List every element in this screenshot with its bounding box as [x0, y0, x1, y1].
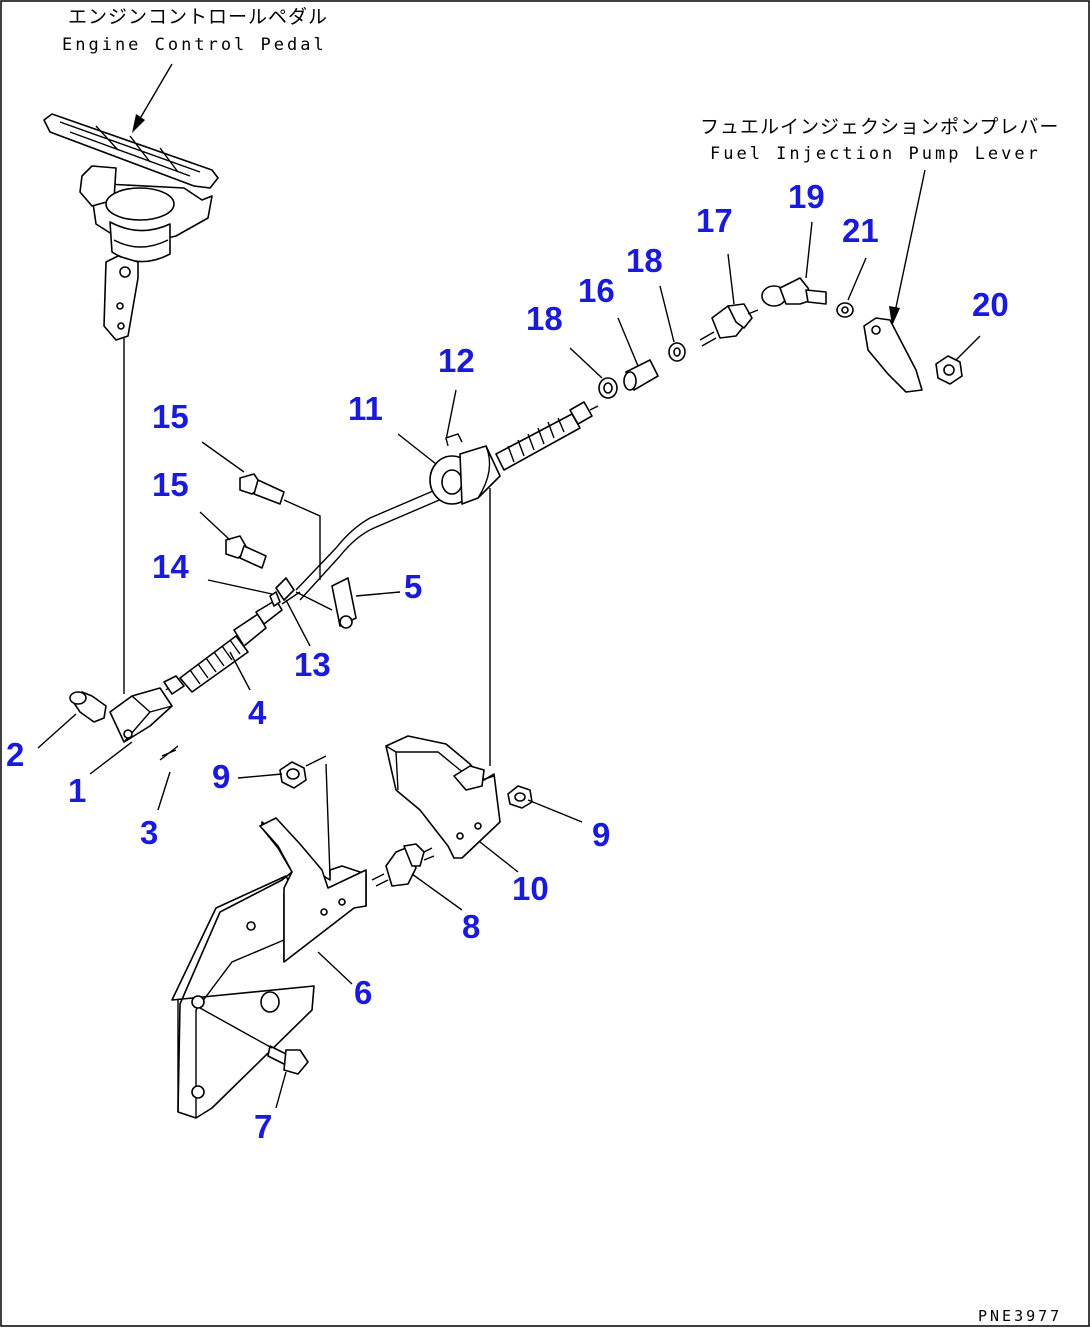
- cable-stopper: [445, 433, 463, 447]
- washer-21: [836, 302, 854, 318]
- callout-8: 8: [462, 908, 480, 945]
- engine-pedal-caption-jp: エンジンコントロールペダル: [68, 6, 328, 28]
- callout-12: 12: [438, 342, 475, 379]
- cable-bracket-bolt-lower: [225, 535, 267, 569]
- cable-support-bracket: [385, 488, 501, 859]
- rubber-mount: [371, 843, 435, 887]
- cable-bracket-bolt-upper: [239, 473, 321, 580]
- nut-right: [507, 785, 533, 809]
- callout-19: 19: [788, 178, 825, 215]
- callout-13: 13: [294, 646, 331, 683]
- callout-2: 2: [6, 736, 24, 773]
- cable-bracket-plate: [295, 577, 357, 629]
- callout-14: 14: [152, 548, 189, 585]
- callout-18-lower: 18: [526, 300, 563, 337]
- callout-5: 5: [404, 568, 422, 605]
- callout-6: 6: [354, 974, 372, 1011]
- engine-pedal-caption-en: Engine Control Pedal: [62, 35, 327, 55]
- callout-16: 16: [578, 272, 615, 309]
- callout-3: 3: [140, 814, 158, 851]
- engine-control-pedal: [43, 113, 219, 341]
- sleeve: [623, 359, 659, 391]
- cotter-pin: [159, 745, 179, 761]
- callout-10: 10: [512, 870, 549, 907]
- washer-18b: [668, 342, 686, 362]
- nut-left: [279, 755, 327, 789]
- callout-15-upper: 15: [152, 398, 189, 435]
- cable-clamp: [269, 577, 295, 607]
- fuel-pump-lever: [863, 317, 923, 393]
- callout-9-right: 9: [592, 816, 610, 853]
- nut-20: [935, 355, 963, 385]
- callout-4: 4: [248, 694, 267, 731]
- washer-18a: [598, 377, 618, 399]
- ball-joint-19: [761, 277, 827, 307]
- control-cable: [163, 401, 599, 695]
- callout-18-upper: 18: [626, 242, 663, 279]
- callout-20: 20: [972, 286, 1009, 323]
- pump-lever-arrow: [889, 169, 926, 326]
- joint-17: [699, 303, 759, 347]
- callout-7: 7: [254, 1108, 272, 1145]
- callout-9-left: 9: [212, 758, 230, 795]
- leader-lines: [37, 221, 981, 1109]
- pump-lever-caption-en: Fuel Injection Pump Lever: [710, 144, 1041, 164]
- drawing-code: PNE3977: [978, 1307, 1062, 1325]
- pump-lever-caption-jp: フュエルインジェクションポンプレバー: [700, 116, 1059, 138]
- callout-17: 17: [696, 202, 733, 239]
- engine-pedal-arrow: [132, 63, 173, 133]
- callout-11: 11: [348, 390, 383, 427]
- main-bracket: [171, 763, 367, 1119]
- callout-1: 1: [68, 772, 86, 809]
- callout-21: 21: [842, 212, 879, 249]
- clevis-pin: [69, 691, 107, 723]
- bracket-bolt: [199, 1007, 309, 1075]
- clevis: [109, 687, 173, 743]
- callout-15-lower: 15: [152, 466, 189, 503]
